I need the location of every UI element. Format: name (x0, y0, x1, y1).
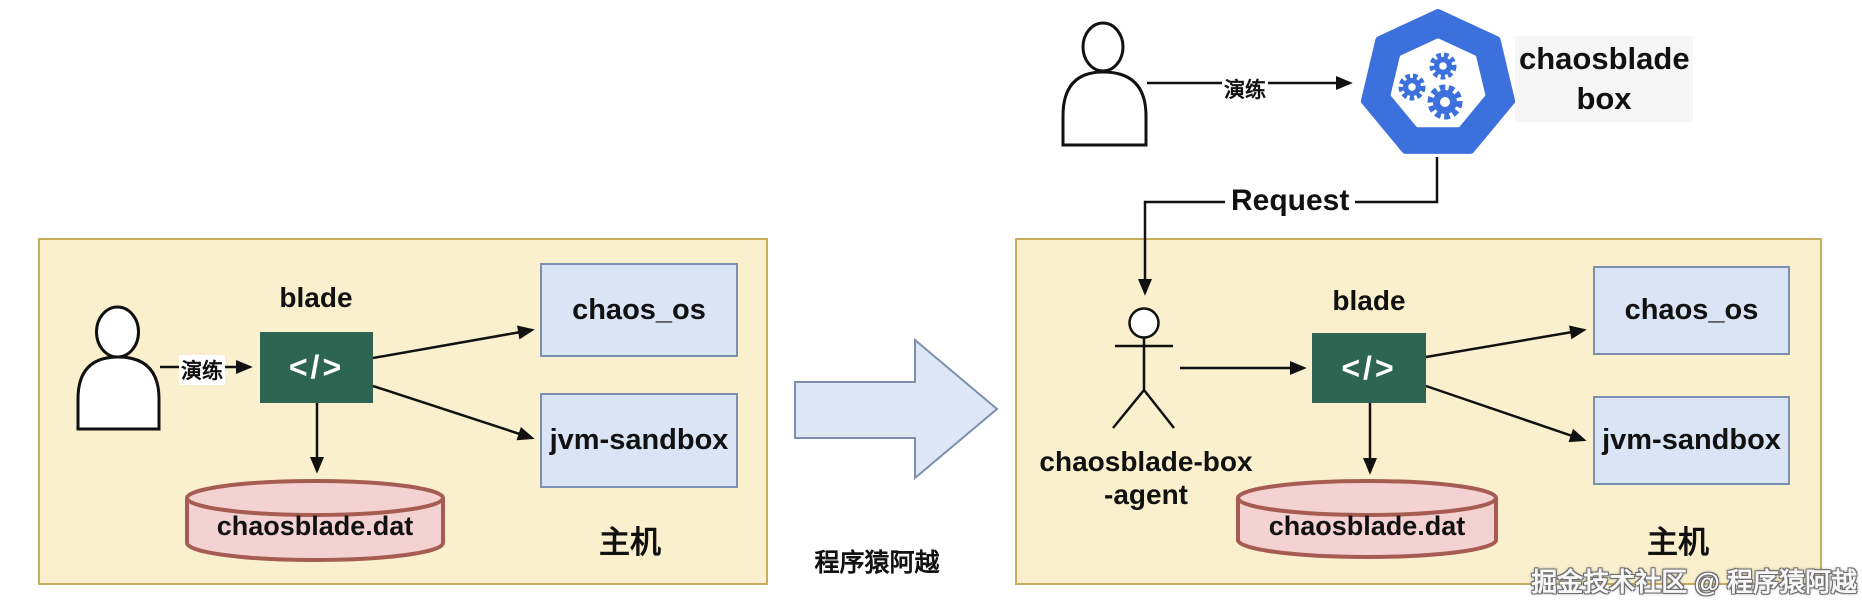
top-user-body-shape (1061, 70, 1148, 147)
chaosblade-box-title: chaosblade box (1515, 36, 1693, 122)
stick-figure-legs (1112, 389, 1175, 429)
left-chaos-os-box: chaos_os (540, 263, 738, 357)
top-user-icon (1061, 21, 1148, 147)
agent-label-line1: chaosblade-box (1039, 446, 1253, 477)
agent-stick-figure-icon (1112, 307, 1175, 429)
agent-label-line2: -agent (1104, 479, 1188, 510)
right-database-cylinder-icon (1236, 479, 1498, 559)
center-watermark: 程序猿阿越 (814, 549, 940, 577)
right-chaos-os-box: chaos_os (1593, 266, 1790, 355)
stick-figure-head (1128, 307, 1160, 339)
user-icon (76, 305, 161, 431)
left-blade-code-box: </> (260, 332, 373, 403)
left-jvm-sandbox-box: jvm-sandbox (540, 393, 738, 488)
chaosblade-box-title-line1: chaosblade (1519, 41, 1690, 76)
request-label: Request (1225, 184, 1356, 218)
left-blade-label: blade (279, 282, 353, 313)
chaosblade-box-title-line2: box (1576, 81, 1632, 116)
right-dat-file-label: chaosblade.dat (1268, 511, 1466, 541)
user-body-shape (76, 355, 161, 431)
chaosblade-box-logo-icon (1360, 9, 1516, 154)
big-transition-arrow (794, 337, 999, 481)
left-blade-to-chaosos-arrow (372, 325, 535, 360)
right-jvm-sandbox-box: jvm-sandbox (1593, 396, 1790, 485)
left-blade-to-jvmsandbox-arrow (372, 384, 535, 441)
right-blade-to-chaosos-arrow (1425, 325, 1587, 359)
right-blade-to-jvmsandbox-arrow (1425, 384, 1587, 443)
right-blade-label: blade (1332, 285, 1406, 316)
right-blade-code-box: </> (1312, 333, 1426, 403)
user-head-shape (95, 305, 140, 359)
left-dat-file-label: chaosblade.dat (216, 511, 414, 541)
right-host-label: 主机 (1647, 525, 1709, 560)
request-connector (1138, 157, 1439, 296)
left-cylinder-top (185, 479, 445, 517)
top-user-head-shape (1081, 21, 1125, 73)
left-host-label: 主机 (599, 525, 661, 560)
agent-label: chaosblade-box -agent (1016, 445, 1276, 511)
logo-gears-icon (1398, 52, 1463, 120)
right-cylinder-top (1236, 479, 1498, 517)
top-drill-label: 演练 (1222, 74, 1268, 104)
left-database-cylinder-icon (185, 479, 445, 562)
left-drill-label: 演练 (179, 355, 225, 385)
bottom-watermark: 掘金技术社区 @ 程序猿阿越 (1531, 567, 1857, 597)
